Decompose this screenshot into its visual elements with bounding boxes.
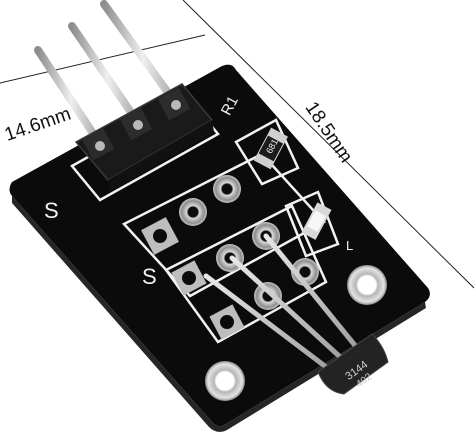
silk-led-label: L bbox=[346, 238, 353, 253]
resistor-r1 bbox=[253, 127, 288, 170]
sensor-leg-2 bbox=[229, 255, 353, 369]
silk-s-left: S bbox=[44, 198, 59, 223]
sensor-body bbox=[317, 333, 389, 395]
led bbox=[301, 202, 332, 240]
pads-top-row bbox=[141, 175, 241, 255]
pin-header bbox=[34, 0, 214, 192]
dimension-lines bbox=[0, 0, 474, 289]
width-dimension-line bbox=[0, 34, 206, 84]
sensor-leg-1 bbox=[203, 273, 341, 379]
length-dimension-line bbox=[182, 0, 474, 289]
sensor-leg-3 bbox=[263, 233, 365, 357]
hall-sensor: 3144 402 bbox=[203, 233, 389, 395]
silk-s-middle: S bbox=[142, 264, 157, 289]
